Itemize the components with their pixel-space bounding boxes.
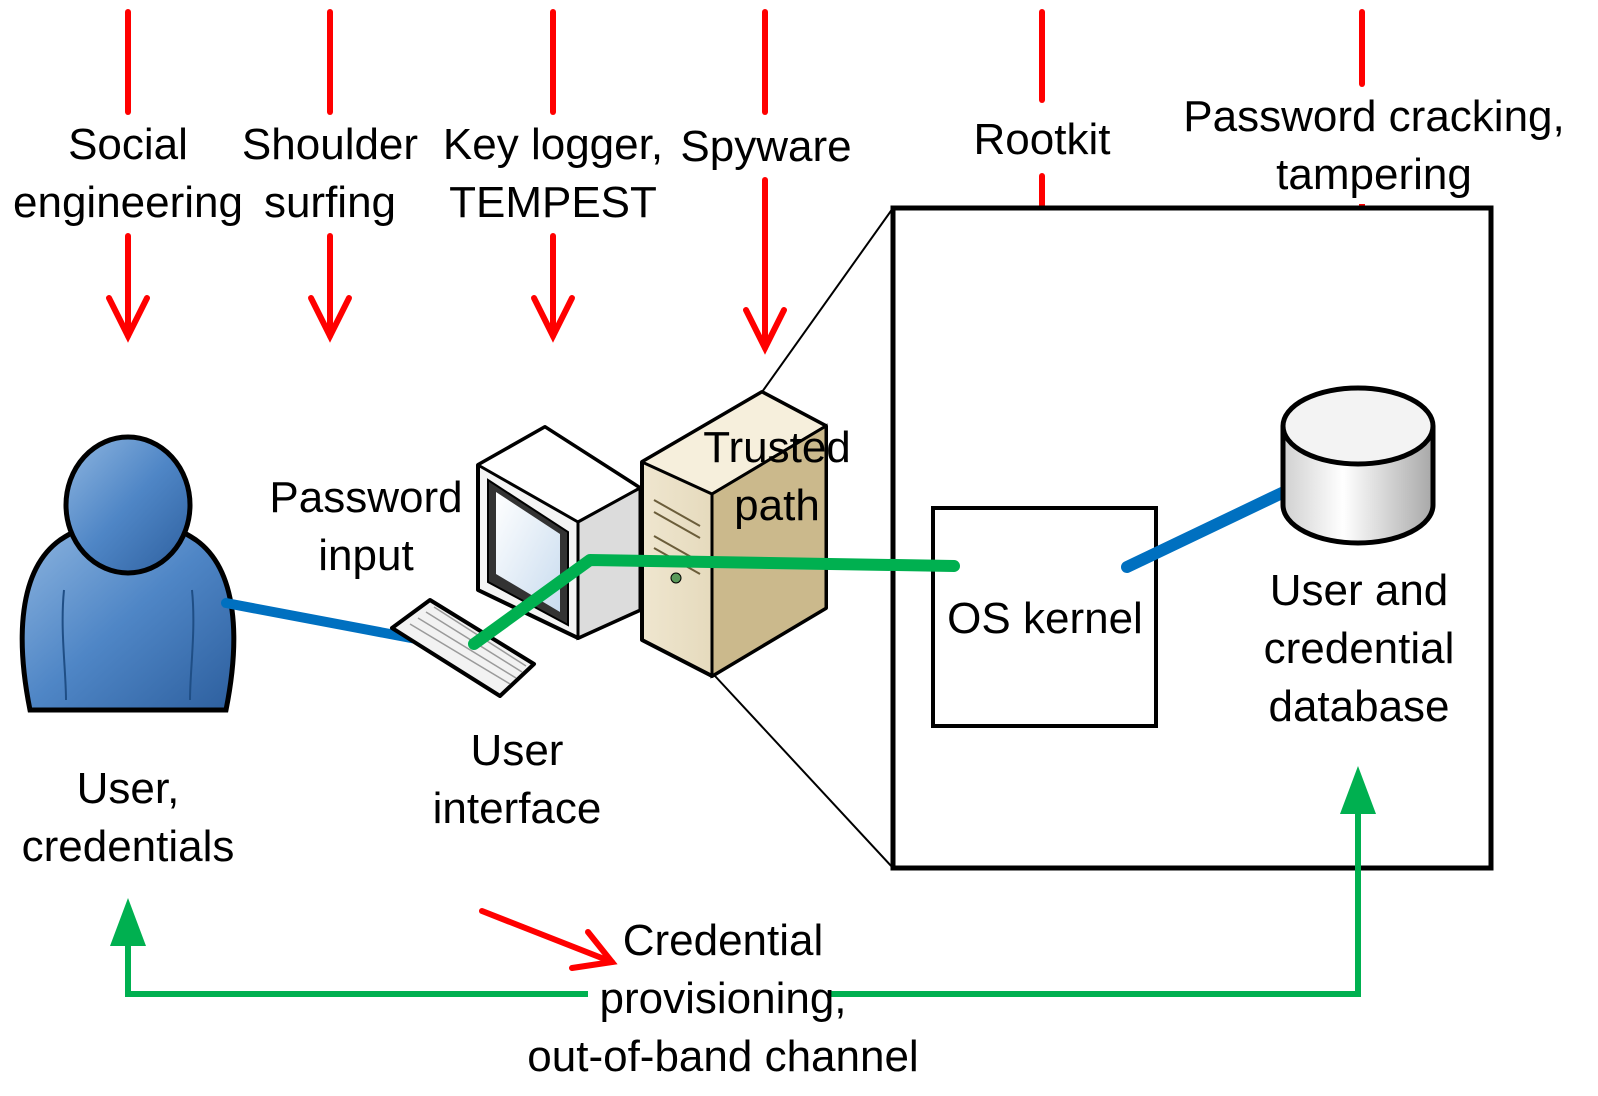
attack-label-password-cracking: Password cracking,tampering — [1183, 88, 1565, 204]
person-icon — [19, 434, 237, 713]
provision-arrowhead-database — [1340, 766, 1376, 814]
attack-arrow-credential-provisioning — [479, 908, 618, 971]
server-icon — [640, 390, 828, 679]
os-kernel-box — [931, 506, 1158, 728]
kernel-database-link — [1121, 486, 1290, 573]
attack-label-key-logger: Key logger,TEMPEST — [442, 116, 664, 232]
attack-label-rootkit: Rootkit — [973, 111, 1111, 169]
out-of-band-channel — [125, 808, 1361, 997]
desktop-computer-icon — [476, 425, 642, 641]
attack-label-spyware: Spyware — [680, 118, 852, 176]
attack-arrow-social-engineering — [106, 9, 150, 343]
attack-arrow-shoulder-surfing — [308, 9, 352, 343]
user-credentials-label: User,credentials — [21, 764, 235, 871]
trusted-path-line — [468, 554, 960, 650]
attack-arrow-key-logger — [531, 9, 575, 343]
attack-arrow-spyware — [743, 9, 787, 355]
os-kernel-label: OS kernel — [947, 594, 1143, 643]
database-cylinder-icon — [1280, 385, 1436, 546]
provision-arrowhead-user — [110, 898, 146, 946]
